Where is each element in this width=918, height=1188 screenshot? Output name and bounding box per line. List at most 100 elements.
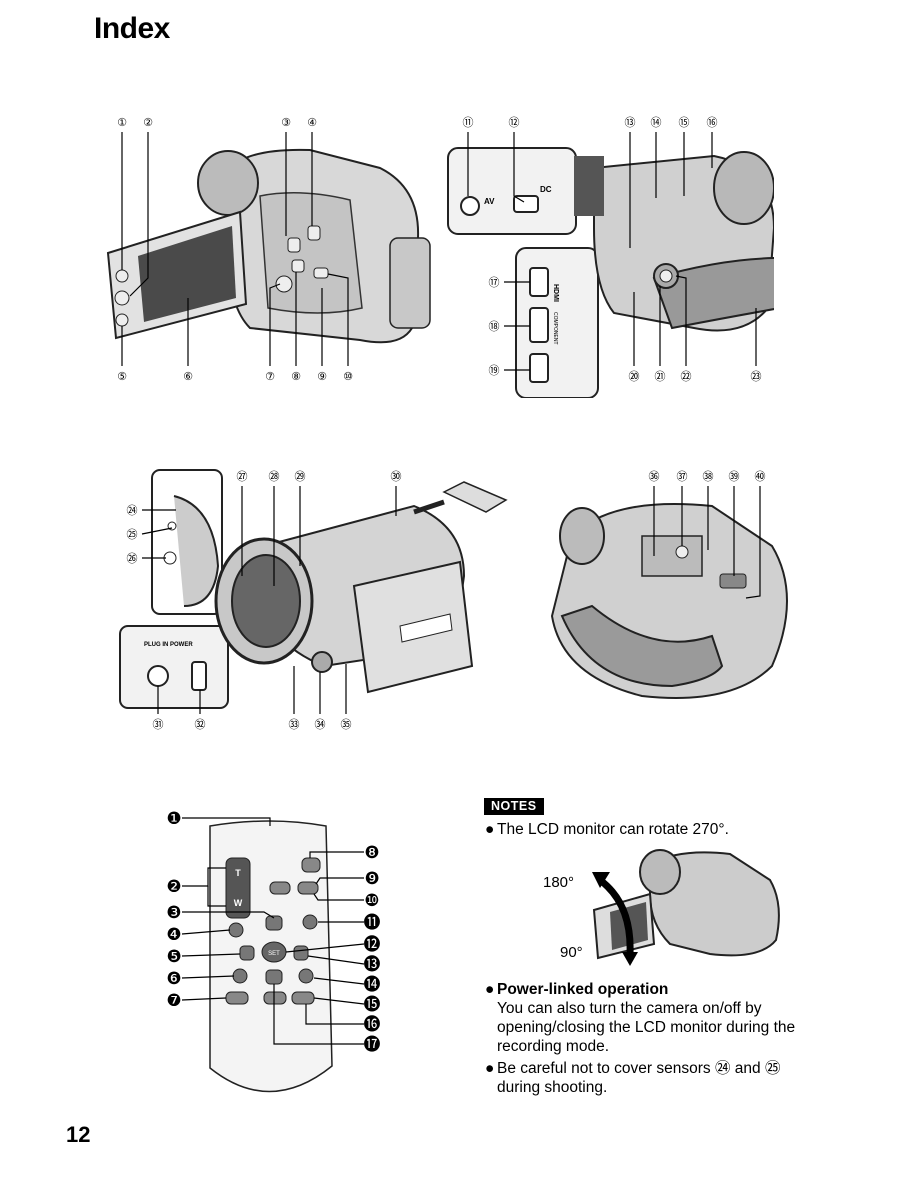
note-sensors: ● Be careful not to cover sensors ㉔ and … — [485, 1059, 781, 1097]
remote-body-illustration: T W SET — [209, 820, 333, 1093]
rotation-arrow-icon — [592, 872, 638, 966]
lcd-monitor-illustration — [106, 210, 248, 340]
callout-23: ㉓ — [751, 370, 762, 383]
component-label: COMPONENT — [552, 312, 558, 345]
callout-35: ㉟ — [341, 718, 352, 731]
callout-40: ㊵ — [755, 470, 766, 483]
page-number: 12 — [66, 1122, 91, 1147]
callout-37: ㊲ — [677, 470, 688, 483]
hdmi-component-inset: HDMI COMPONENT — [515, 247, 599, 398]
callout-38: ㊳ — [703, 470, 714, 483]
camera-bottom-figure: ㊱ ㊲ ㊳ ㊴ ㊵ — [532, 466, 802, 716]
callout-8: ⑧ — [291, 370, 301, 383]
callout-18: ⑱ — [489, 320, 500, 333]
callout-5: ⑤ — [117, 370, 127, 383]
camera-front-lcd-figure: ① ② ③ ④ ⑤ ⑥ ⑦ ⑧ ⑨ ⑩ — [100, 108, 450, 388]
callout-2: ② — [143, 116, 153, 129]
remote-callout-17: ⓱ — [364, 1035, 381, 1055]
remote-callout-7: ❼ — [166, 991, 181, 1011]
callout-34: ㉞ — [315, 718, 326, 731]
camcorder-bottom-illustration — [550, 503, 788, 699]
callout-32: ㉜ — [195, 718, 206, 731]
remote-callout-14: ⓮ — [364, 975, 381, 995]
sensors-line-1: Be careful not to cover sensors ㉔ and ㉕ — [497, 1060, 781, 1077]
remote-callout-2: ❷ — [166, 877, 181, 897]
power-linked-line-3: recording mode. — [497, 1038, 610, 1055]
callout-7: ⑦ — [265, 370, 275, 383]
callout-24: ㉔ — [127, 504, 138, 517]
callout-11: ⑪ — [463, 116, 474, 129]
plug-in-power-label: PLUG IN POWER — [144, 642, 193, 648]
remote-callout-8: ❽ — [364, 843, 379, 863]
callout-36: ㊱ — [649, 470, 660, 483]
callout-22: ㉒ — [681, 370, 692, 383]
note-lcd-rotate-text: The LCD monitor can rotate 270°. — [497, 821, 729, 838]
set-label: SET — [268, 951, 280, 957]
zoom-t-label: T — [235, 868, 241, 878]
remote-callout-4: ❹ — [166, 925, 181, 945]
bullet-icon: ● — [485, 981, 495, 998]
power-linked-line-2: opening/closing the LCD monitor during t… — [497, 1019, 796, 1036]
camcorder-lens-illustration — [214, 481, 508, 694]
callout-9: ⑨ — [317, 370, 327, 383]
sensors-line-2: during shooting. — [497, 1079, 608, 1096]
callout-31: ㉛ — [153, 718, 164, 731]
callout-29: ㉙ — [295, 470, 306, 483]
zoom-w-label: W — [234, 898, 243, 908]
callout-16: ⑯ — [707, 116, 718, 129]
remote-control-figure: T W SET ❶ ❷ ❸ ❹ ❺ ❻ ❼ ❽ ❾ ❿ ⓫ ⓬ ⓭ ⓮ ⓯ ⓰ … — [160, 806, 390, 1116]
hdmi-label: HDMI — [552, 284, 559, 302]
callout-17: ⑰ — [489, 276, 500, 289]
callout-28: ㉘ — [269, 470, 280, 483]
callout-15: ⑮ — [679, 116, 690, 129]
av-jack-label: AV — [484, 197, 495, 206]
callout-10: ⑩ — [343, 370, 353, 383]
callout-26: ㉖ — [127, 552, 138, 565]
remote-callout-9: ❾ — [364, 869, 379, 889]
remote-callout-16: ⓰ — [364, 1015, 381, 1035]
dc-jack-label: DC — [540, 185, 552, 194]
remote-callout-15: ⓯ — [364, 995, 381, 1015]
callout-33: ㉝ — [289, 718, 300, 731]
power-linked-title: Power-linked operation — [497, 981, 669, 998]
lcd-rotation-figure — [590, 844, 790, 968]
remote-callout-11: ⓫ — [364, 913, 381, 933]
power-linked-line-1: You can also turn the camera on/off by — [497, 1000, 762, 1017]
camera-lens-front-figure: ㉗ ㉘ ㉙ ㉚ ㉔ ㉕ ㉖ ㉛ ㉜ ㉝ ㉞ ㉟ PLUG IN POWER — [114, 466, 514, 736]
bullet-icon: ● — [485, 1060, 495, 1077]
remote-callout-5: ❺ — [166, 947, 181, 967]
angle-180-label: 180° — [543, 874, 575, 891]
callout-4: ④ — [307, 116, 317, 129]
remote-callout-10: ❿ — [364, 891, 379, 911]
callout-6: ⑥ — [183, 370, 193, 383]
callout-21: ㉑ — [655, 370, 666, 383]
callout-25: ㉕ — [127, 528, 138, 541]
camera-rear-jacks-figure: ⑪ ⑫ ⑬ ⑭ ⑮ ⑯ ⑰ ⑱ ⑲ ⑳ ㉑ ㉒ ㉓ AV DC HDMI COM… — [444, 108, 774, 398]
sensor-inset — [151, 469, 223, 615]
av-dc-jack-inset: AV DC — [447, 147, 577, 235]
angle-90-label: 90° — [560, 944, 583, 961]
callout-39: ㊴ — [729, 470, 740, 483]
remote-callout-3: ❸ — [166, 903, 181, 923]
remote-callout-13: ⓭ — [364, 955, 381, 975]
remote-callout-1: ❶ — [166, 809, 181, 829]
notes-badge: NOTES — [484, 798, 544, 815]
camcorder-rear-illustration — [574, 151, 774, 332]
camcorder-rotation-illustration — [592, 849, 780, 960]
note-lcd-rotate: ● The LCD monitor can rotate 270°. — [485, 820, 729, 839]
callout-30: ㉚ — [391, 470, 402, 483]
note-power-linked: ● Power-linked operation You can also tu… — [485, 980, 796, 1056]
callout-14: ⑭ — [651, 116, 662, 129]
callout-27: ㉗ — [237, 470, 248, 483]
page-title: Index — [94, 12, 170, 45]
plug-in-power-usb-inset: PLUG IN POWER — [119, 625, 229, 709]
callout-20: ⑳ — [629, 370, 640, 383]
callout-3: ③ — [281, 116, 291, 129]
callout-1: ① — [117, 116, 127, 129]
bullet-icon: ● — [485, 821, 495, 838]
callout-19: ⑲ — [489, 364, 500, 377]
callout-13: ⑬ — [625, 116, 636, 129]
remote-callout-12: ⓬ — [364, 935, 381, 955]
remote-callout-6: ❻ — [166, 969, 181, 989]
callout-12: ⑫ — [509, 116, 520, 129]
